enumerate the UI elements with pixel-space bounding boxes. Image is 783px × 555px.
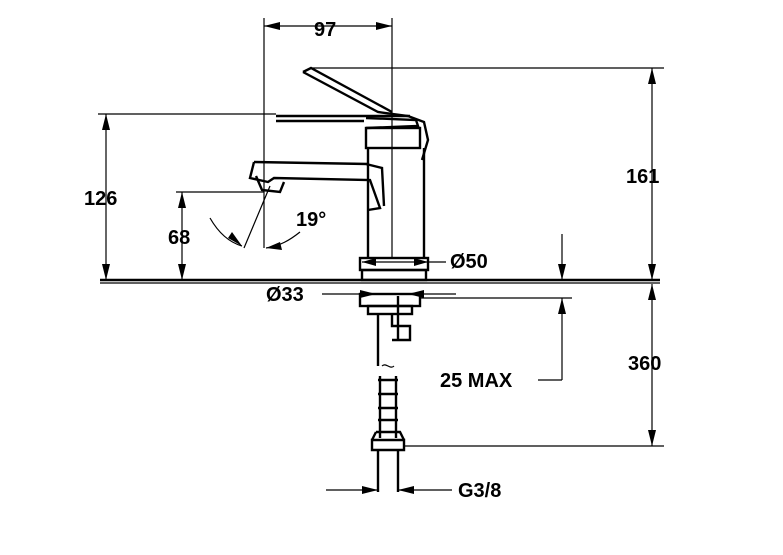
dimension-total-height-label: 161 [626,166,659,188]
dimension-spout-height-label: 126 [84,188,117,210]
dimension-max-thickness-label: 25 MAX [440,370,513,392]
dimension-lines [98,18,664,494]
dimension-hole-diameter-label: Ø33 [266,284,304,306]
dimension-base-diameter-label: Ø50 [450,251,488,273]
dimension-outlet-height-label: 68 [168,227,190,249]
dimension-angle-label: 19° [296,209,326,231]
faucet-outline [100,66,660,492]
dimension-hose-length-label: 360 [628,353,661,375]
dimension-thread-label: G3/8 [458,480,501,502]
dimension-width-label: 97 [314,19,336,41]
